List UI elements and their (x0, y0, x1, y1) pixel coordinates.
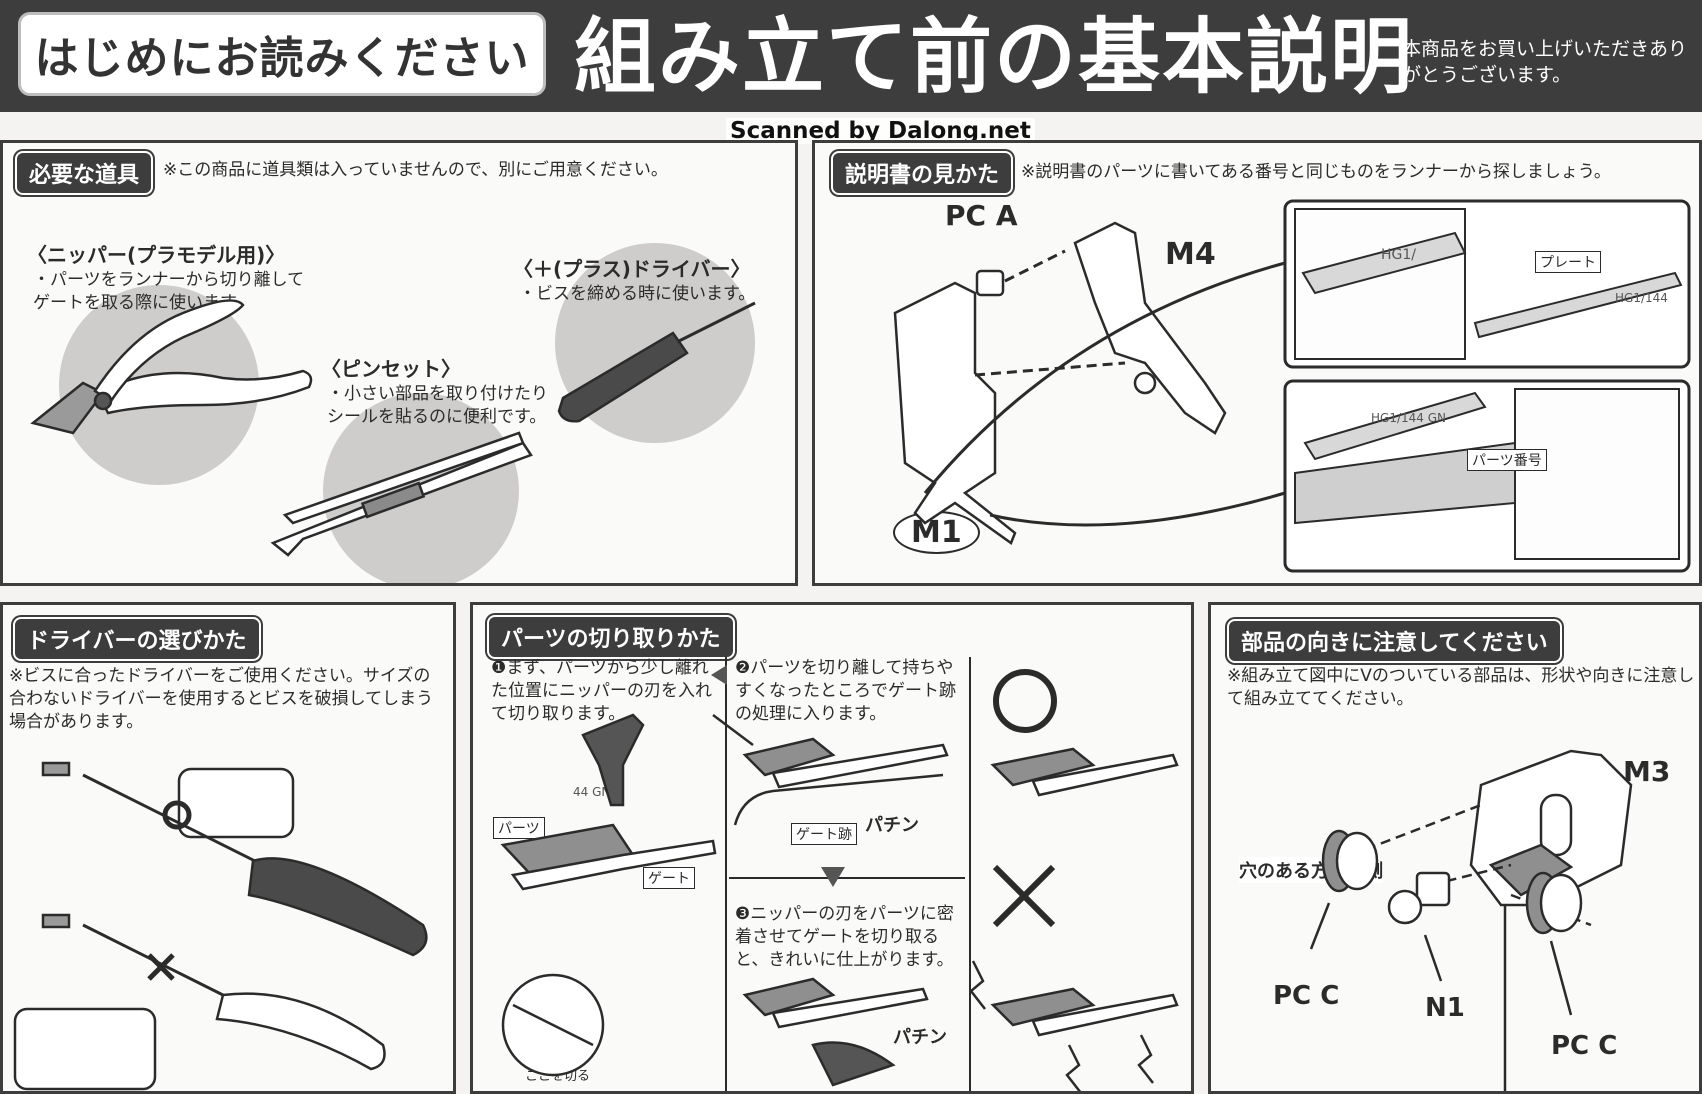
orientation-illustration (1309, 749, 1633, 1091)
zoom-box-number (1283, 379, 1691, 573)
n1-part (1387, 871, 1451, 982)
correct-driver (41, 761, 428, 957)
cutting-divider-2 (969, 657, 971, 1091)
step2-art (712, 714, 949, 826)
part-label-pca: PC A (945, 199, 1018, 232)
tools-panel: 必要な道具 ※この商品に道具類は入っていませんので、別にご用意ください。 〈ニッ… (0, 140, 798, 586)
cutting-step-3: ❸ニッパーの刃をパーツに密着させてゲートを切り取ると、きれいに仕上がります。 (735, 904, 954, 970)
cutting-step-1: ❶まず、パーツから少し離れた位置にニッパーの刃を入れて切り取ります。 (491, 658, 712, 724)
gate-label: ゲート (643, 867, 695, 889)
part-label-pcc-1: PC C (1273, 981, 1340, 1011)
part-label-n1: N1 (1425, 993, 1465, 1023)
frame-part-m4 (1073, 221, 1227, 435)
cutting-illustration (500, 665, 1179, 1091)
driver-title: 〈＋(プラス)ドライバー〉 (513, 257, 751, 281)
cutting-divider-h (729, 877, 965, 879)
read-first-badge: はじめにお読みください (18, 12, 546, 96)
orientation-panel: 部品の向きに注意してください ※組み立て図中にVのついている部品は、形状や向きに… (1208, 602, 1702, 1094)
plate-label: プレート (1535, 251, 1601, 273)
driver-select-desc: ※ビスに合ったドライバーをご使用ください。サイズの合わないドライバーを使用すると… (9, 666, 434, 732)
gate-mark-label: ゲート跡 (791, 823, 857, 845)
correct-mark-icon (993, 669, 1057, 733)
manual-panel: 説明書の見かた ※説明書のパーツに書いてある番号と同じものをランナーから探しまし… (812, 140, 1702, 586)
step-arrows (711, 665, 845, 887)
wrong-driver (13, 913, 386, 1091)
cutting-step-2: ❷パーツを切り離して持ちやすくなったところでゲート跡の処理に入ります。 (735, 658, 956, 724)
cutting-divider-1 (725, 657, 727, 1091)
nipper-illustration (30, 299, 313, 435)
tweezer-desc: ・小さい部品を取り付けたりシールを貼るのに便利です。 (327, 384, 548, 427)
driver-select-illustration (13, 761, 428, 1091)
runner-text-2: HG1/144 (1615, 291, 1668, 305)
ng-example (969, 960, 1179, 1091)
parts-label: パーツ (493, 817, 545, 839)
pcc-part-2 (1525, 871, 1583, 1016)
runner-text-3: HG1/144 GN (1371, 411, 1446, 425)
ng-mark-icon (992, 864, 1056, 928)
nipper-title: 〈ニッパー(プラモデル用)〉 (27, 243, 286, 267)
step3-art (742, 977, 929, 1087)
housing-part-m3 (1469, 749, 1633, 907)
zoom-box-plate (1283, 199, 1691, 369)
snap-label-1: パチン (865, 815, 919, 836)
tools-illustration (30, 299, 756, 557)
scan-credit: Scanned by Dalong.net (726, 118, 1035, 144)
part-number-label: パーツ番号 (1467, 449, 1547, 471)
driver-desc: ・ビスを締める時に使います。 (519, 284, 756, 304)
step1-art (500, 713, 717, 1077)
frame-part-m1 (893, 281, 1017, 545)
part-label-m3: M3 (1623, 755, 1671, 788)
part-label-m4: M4 (1165, 237, 1216, 272)
page-title: 組み立て前の基本説明 (574, 10, 1415, 105)
thanks-message: 本商品をお買い上げいただきありがとうございます。 (1402, 38, 1688, 86)
runner-text-1: HG1/ (1381, 247, 1416, 263)
part-label-pcc-2: PC C (1551, 1031, 1618, 1061)
tweezer-illustration (270, 431, 533, 557)
manual-tag: 説明書の見かた (831, 151, 1014, 195)
tweezer-title: 〈ピンセット〉 (321, 357, 461, 381)
driver-select-panel: ドライバーの選びかた ※ビスに合ったドライバーをご使用ください。サイズの合わない… (0, 602, 456, 1094)
runner-mark: 44 GN (573, 785, 611, 799)
callout-arrows (923, 249, 1286, 527)
ok-example (990, 747, 1179, 797)
cutting-panel: パーツの切り取りかた ❶まず、パーツから少し離れた位置にニッパーの刃を入れて切り… (470, 602, 1194, 1094)
manual-note: ※説明書のパーツに書いてある番号と同じものをランナーから探しましょう。 (1021, 162, 1611, 182)
orientation-tag: 部品の向きに注意してください (1227, 619, 1562, 663)
tools-note: ※この商品に道具類は入っていませんので、別にご用意ください。 (163, 160, 668, 180)
part-label-m1: M1 (893, 511, 980, 554)
manual-illustration (893, 199, 1691, 573)
tools-tag: 必要な道具 (15, 151, 154, 195)
cutting-tag: パーツの切り取りかた (487, 615, 735, 659)
driver-select-tag: ドライバーの選びかた (13, 617, 261, 661)
orientation-desc: ※組み立て図中にVのついている部品は、形状や向きに注意して組み立ててください。 (1227, 666, 1695, 709)
pcc-part-1 (1309, 829, 1379, 950)
header-band: はじめにお読みください 組み立て前の基本説明 本商品をお買い上げいただきありがと… (0, 0, 1702, 112)
screwdriver-illustration (557, 301, 756, 423)
pc-part (975, 269, 1005, 297)
snap-label-2: パチン (893, 1027, 947, 1048)
